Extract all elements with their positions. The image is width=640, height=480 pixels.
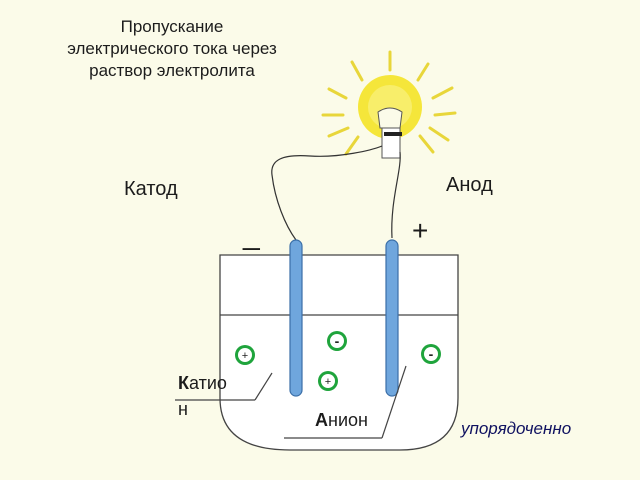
anion-label: Анион <box>315 410 368 431</box>
diagram-title: Пропускание электрического тока через ра… <box>22 16 322 82</box>
cation-label-rest: атио <box>189 373 227 393</box>
wires <box>271 145 401 241</box>
cation-ion: + <box>318 371 338 391</box>
svg-text:-: - <box>429 346 434 362</box>
cation-ion: + <box>235 345 255 365</box>
anode-electrode <box>385 239 399 397</box>
title-line: Пропускание <box>120 17 224 36</box>
title-line: электрического тока через <box>67 39 277 58</box>
cation-label-initial: К <box>178 373 189 393</box>
label-pointers <box>175 365 407 439</box>
anion-label-initial: А <box>315 410 328 430</box>
ordered-motion-label: упорядоченно <box>461 419 572 438</box>
svg-text:-: - <box>335 333 340 349</box>
light-bulb-icon <box>321 50 457 159</box>
anion-label-rest: нион <box>328 410 368 430</box>
cation-label-line2: н <box>178 399 188 419</box>
negative-terminal-sign: _ <box>243 218 260 251</box>
svg-text:+: + <box>242 350 248 362</box>
anion-ion: - <box>327 331 347 351</box>
cation-label: Катио н <box>178 370 227 422</box>
cathode-label: Катод <box>124 178 178 200</box>
positive-terminal-sign: + <box>412 215 429 246</box>
cathode-electrode <box>289 239 303 397</box>
svg-text:+: + <box>325 376 331 388</box>
anion-ion: - <box>421 344 441 364</box>
title-line: раствор электролита <box>89 61 255 80</box>
anode-label: Анод <box>446 174 493 196</box>
